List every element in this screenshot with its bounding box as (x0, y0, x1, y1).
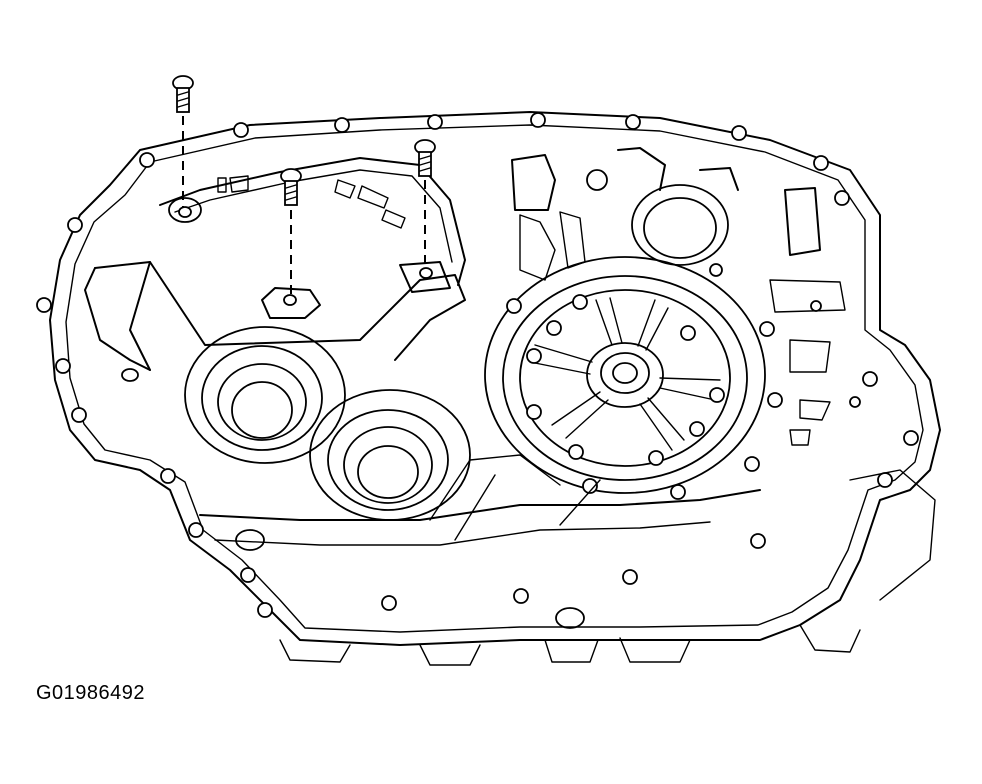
upper-case-ribs (511, 147, 861, 446)
lower-case-ribs (121, 368, 936, 666)
case-flange (49, 111, 941, 646)
bolt-1 (172, 75, 194, 208)
differential-bearing-bore-center (309, 389, 471, 521)
bolt-3 (414, 139, 436, 270)
differential-bearing-bore-left (184, 326, 346, 464)
oil-shield-plate (84, 157, 466, 371)
figure-id-label: G01986492 (36, 682, 146, 704)
pump-cover-assembly (484, 256, 783, 500)
flange-bolt-holes (36, 112, 919, 618)
bolt-2 (280, 168, 302, 298)
